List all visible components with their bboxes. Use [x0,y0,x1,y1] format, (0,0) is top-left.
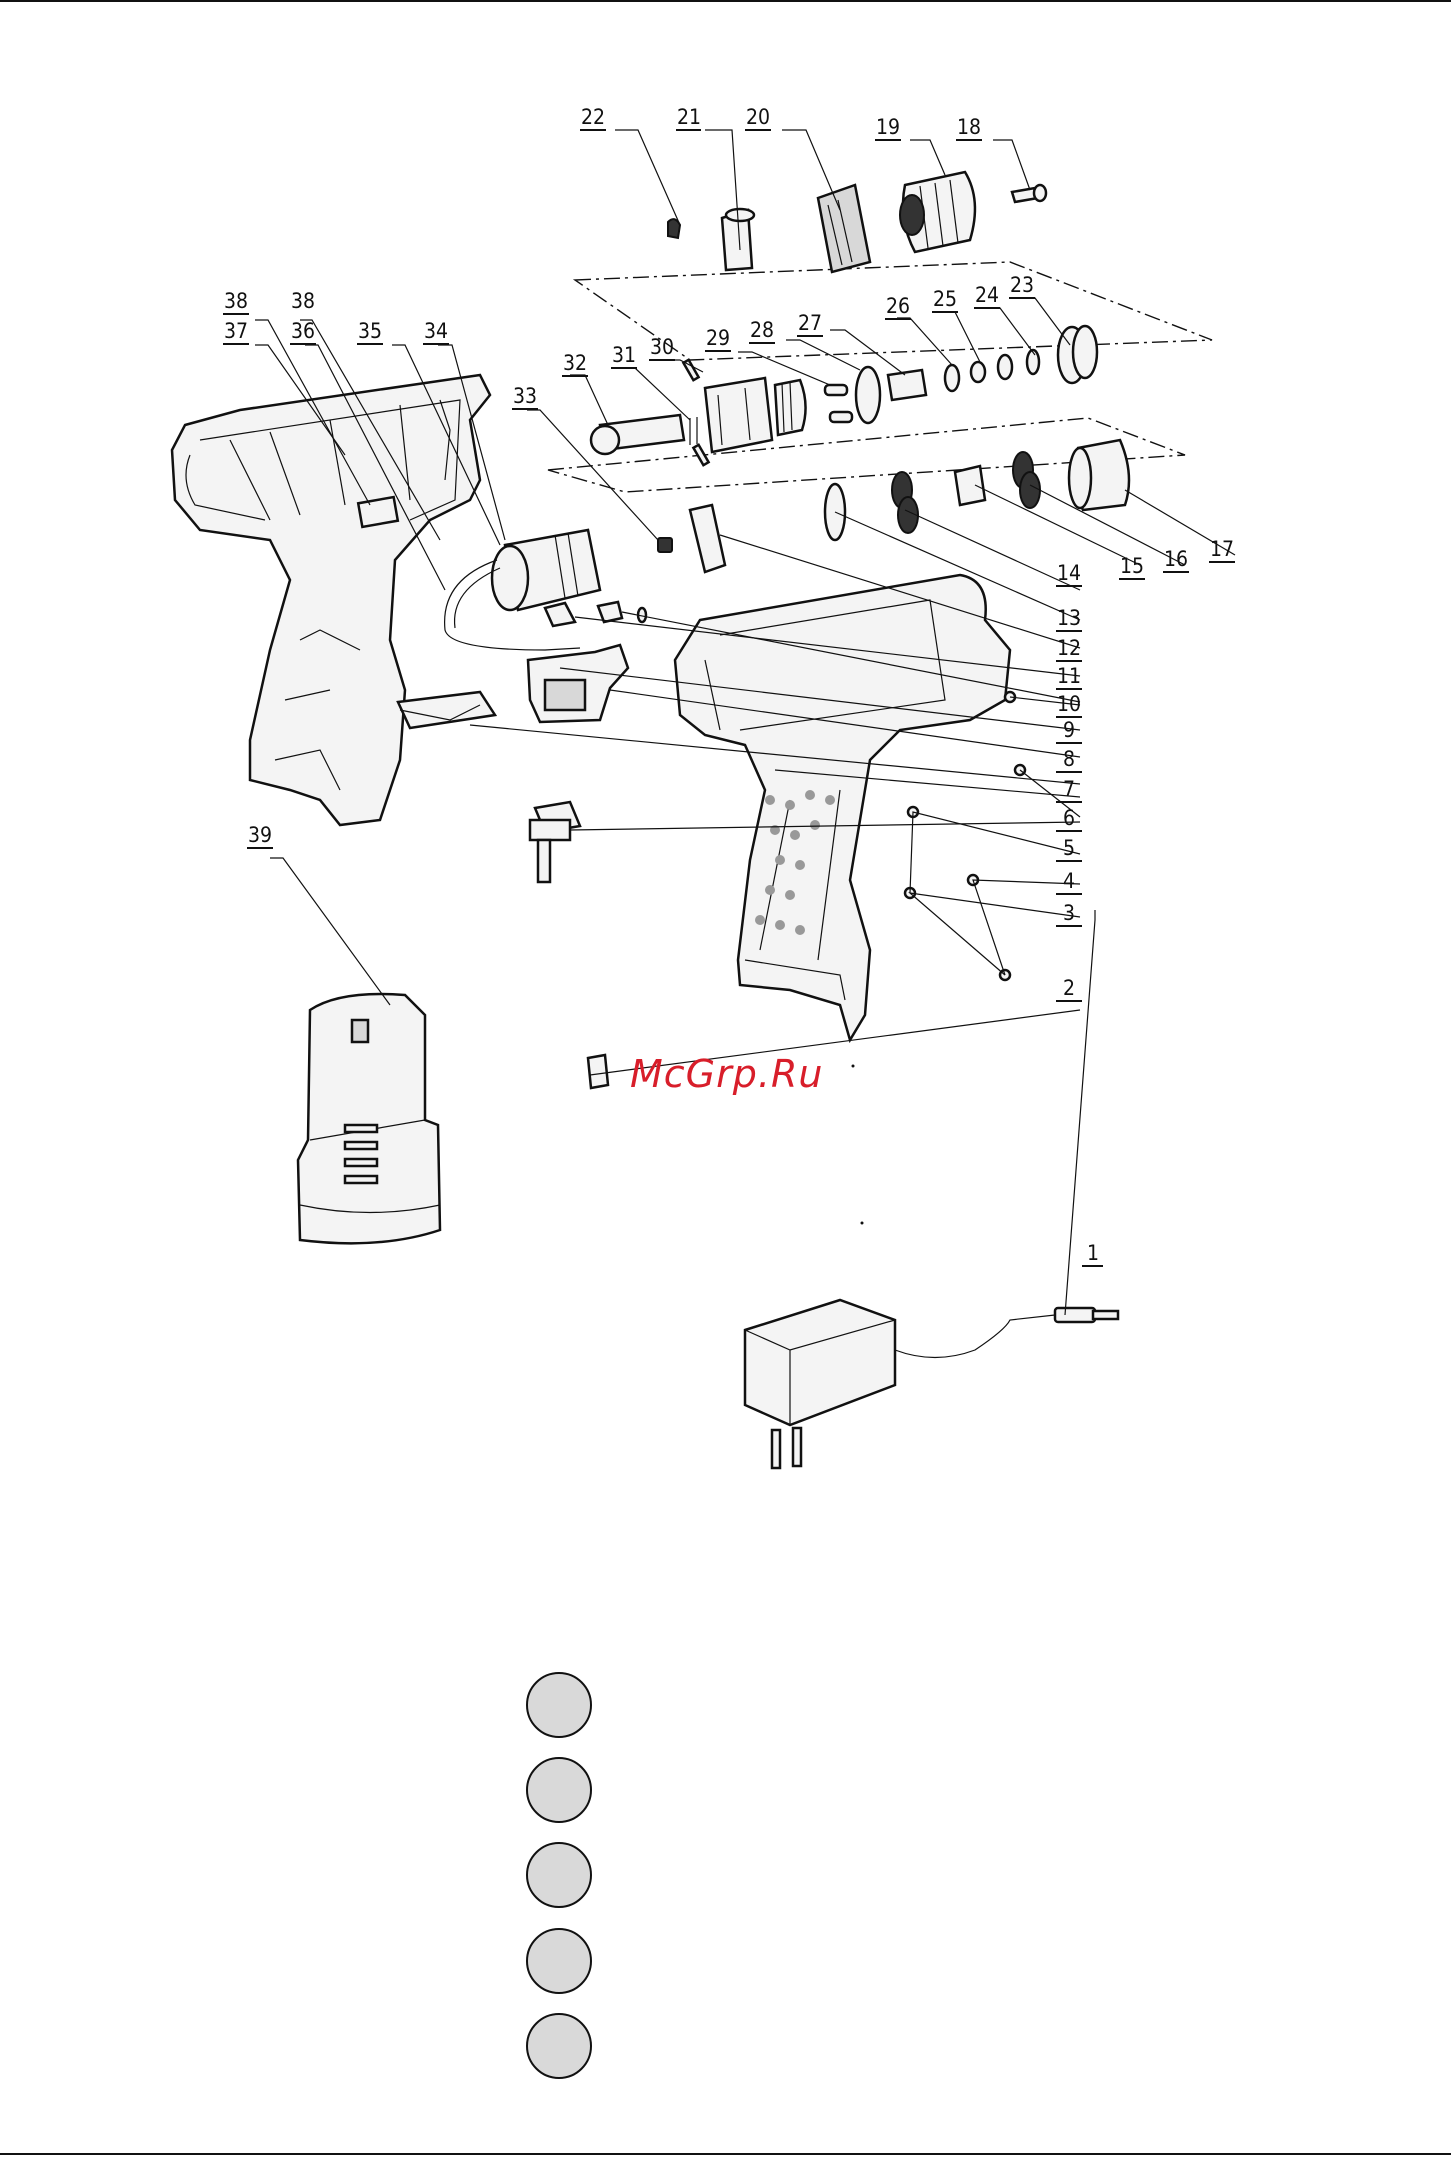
label-32: 32 [563,351,587,375]
charger-adapter [745,1300,1118,1468]
grey-circle-1 [526,1672,592,1738]
label-26: 26 [886,294,910,318]
label-3: 3 [1063,901,1075,925]
label-31: 31 [612,343,636,367]
label-37: 37 [224,319,248,343]
label-8: 8 [1063,747,1075,771]
label-12: 12 [1057,636,1081,660]
label-39: 39 [248,823,272,847]
label-1: 1 [1087,1241,1099,1265]
label-9: 9 [1063,718,1075,742]
label-11: 11 [1057,664,1081,688]
label-10: 10 [1057,692,1081,716]
planetary-group [825,440,1129,540]
label-21: 21 [677,105,701,129]
label-22: 22 [581,105,605,129]
label-17: 17 [1210,537,1234,561]
grey-circle-4 [526,1928,592,1994]
label-19: 19 [876,115,900,139]
grey-circle-5 [526,2013,592,2079]
label-28: 28 [750,318,774,342]
battery-pack [298,994,440,1243]
label-18: 18 [957,115,981,139]
label-33: 33 [513,384,537,408]
chuck-group [668,172,1046,272]
label-34: 34 [424,319,448,343]
watermark-text: McGrp.Ru [630,1052,823,1096]
grey-circle-3 [526,1842,592,1908]
label-23: 23 [1010,273,1034,297]
housing-left-half [172,375,490,825]
label-35: 35 [358,319,382,343]
label-25: 25 [933,287,957,311]
label-13: 13 [1057,606,1081,630]
label-29: 29 [706,326,730,350]
label-5: 5 [1063,836,1075,860]
motor-group [398,505,725,882]
label-24: 24 [975,283,999,307]
label-6: 6 [1063,806,1075,830]
label-27: 27 [798,311,822,335]
label-7: 7 [1063,777,1075,801]
label-4: 4 [1063,869,1075,893]
label-16: 16 [1164,547,1188,571]
label-2: 2 [1063,976,1075,1000]
label-38b: 38 [291,289,315,313]
label-38a: 38 [224,289,248,313]
label-15: 15 [1120,554,1144,578]
label-14: 14 [1057,561,1081,585]
housing-right-half [588,575,1025,1088]
grey-circle-2 [526,1757,592,1823]
label-20: 20 [746,105,770,129]
label-30: 30 [650,335,674,359]
label-36: 36 [291,319,315,343]
